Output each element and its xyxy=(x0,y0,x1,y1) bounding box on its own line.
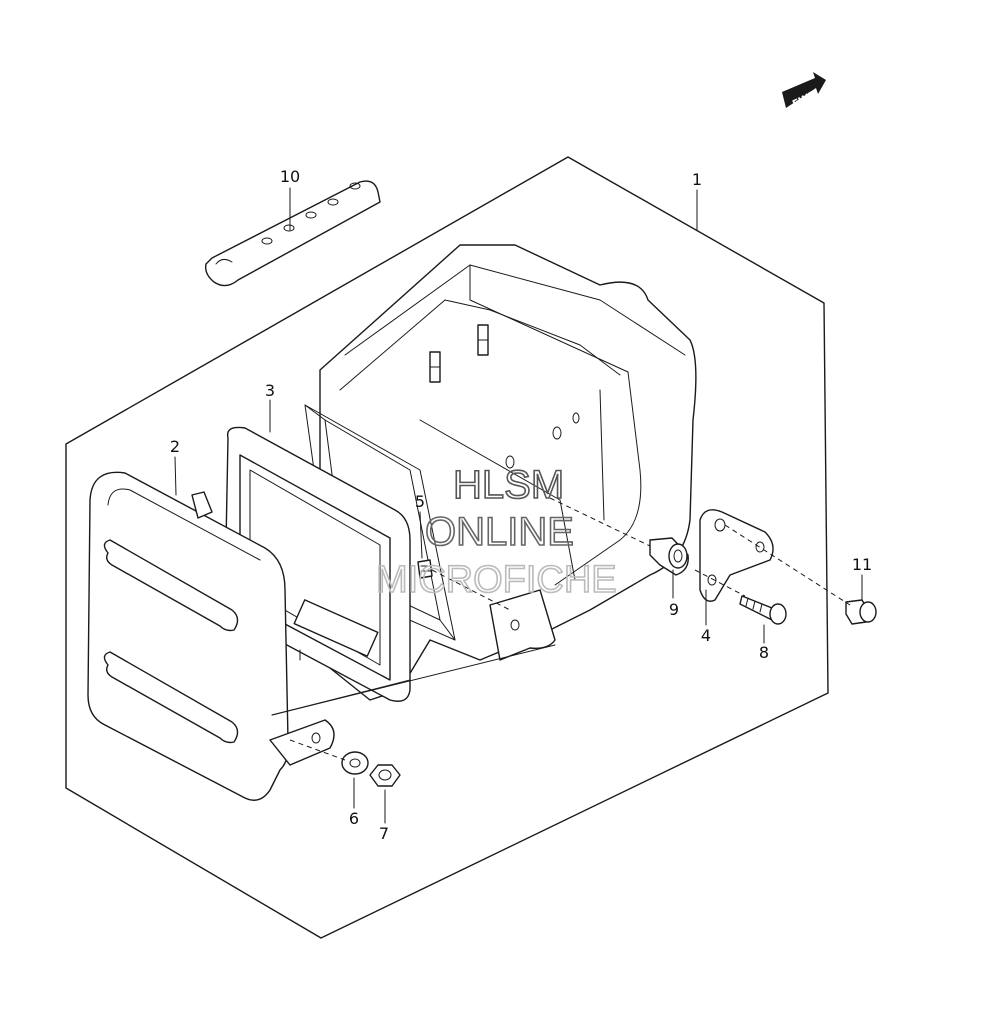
fwd-arrow-icon: FWD xyxy=(782,72,826,110)
part-6-washer xyxy=(341,751,369,775)
watermark-line-2: ONLINE xyxy=(425,510,574,554)
callout-10: 10 xyxy=(280,167,300,186)
part-4-plate xyxy=(699,509,774,602)
callout-labels: 1 2 3 4 5 6 7 8 9 10 11 xyxy=(170,167,872,843)
part-1-housing xyxy=(304,244,697,701)
part-9-grommet xyxy=(649,537,689,576)
watermark-line-1: HLSM xyxy=(453,463,564,507)
part-5-screw xyxy=(417,559,433,579)
callout-1: 1 xyxy=(692,170,702,189)
watermark: HLSM ONLINE MICROFICHE xyxy=(375,462,617,602)
leader-lines xyxy=(174,187,863,824)
callout-4: 4 xyxy=(701,626,711,645)
assembly-outline xyxy=(65,156,829,939)
callout-11: 11 xyxy=(852,555,872,574)
callout-6: 6 xyxy=(349,809,359,828)
callout-3: 3 xyxy=(265,381,275,400)
callout-7: 7 xyxy=(379,824,389,843)
part-11-bolt xyxy=(845,599,877,625)
callout-5: 5 xyxy=(415,492,425,511)
callout-8: 8 xyxy=(759,643,769,662)
assembly-lines xyxy=(271,497,851,761)
part-10-bracket xyxy=(204,180,381,287)
watermark-line-3: MICROFICHE xyxy=(376,559,617,601)
part-7-nut xyxy=(369,764,401,787)
part-8-screw xyxy=(739,595,787,625)
part-2-lens xyxy=(87,471,335,801)
callout-9: 9 xyxy=(669,600,679,619)
callout-2: 2 xyxy=(170,437,180,456)
